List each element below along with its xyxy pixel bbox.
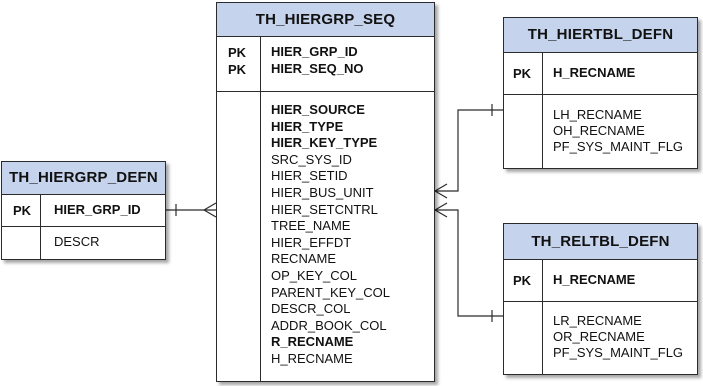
pk-field: HIER_GRP_ID xyxy=(54,202,141,217)
field-name: PF_SYS_MAINT_FLG xyxy=(553,345,684,360)
key-column xyxy=(504,95,543,168)
key-column xyxy=(504,53,543,94)
field-name: TREE_NAME xyxy=(271,218,351,234)
fields-section: DESCR xyxy=(2,227,165,259)
field-name: HIER_SETCNTRL xyxy=(271,201,378,217)
field-name: HIER_SOURCE xyxy=(271,102,365,117)
pk-label: PK xyxy=(228,45,247,60)
field-name: DESCR xyxy=(54,234,100,249)
entity-title: TH_HIERGRP_SEQ xyxy=(217,3,434,37)
pk-field: HIER_GRP_ID xyxy=(271,44,358,59)
field-name: HIER_KEY_TYPE xyxy=(271,135,378,151)
field-name: OH_RECNAME xyxy=(553,123,645,138)
field-name: DESCR_COL xyxy=(271,301,351,317)
field-name: OR_RECNAME xyxy=(553,329,645,344)
field-name: H_RECNAME xyxy=(271,351,353,366)
key-column xyxy=(504,302,543,374)
pk-field: HIER_SEQ_NO xyxy=(271,61,364,76)
entity-th-hiergrp-defn: TH_HIERGRP_DEFN PK HIER_GRP_ID DESCR xyxy=(1,161,166,260)
field-name: LR_RECNAME xyxy=(553,313,642,328)
entity-title: TH_RELTBL_DEFN xyxy=(504,224,697,260)
field-name: HIER_SETID xyxy=(271,168,348,184)
pk-label: PK xyxy=(513,273,532,288)
relationship-hiergrp-defn-to-seq xyxy=(166,202,217,218)
field-name: ADDR_BOOK_COL xyxy=(271,317,387,333)
field-name: PARENT_KEY_COL xyxy=(271,284,390,300)
pk-field: H_RECNAME xyxy=(553,272,636,287)
key-column xyxy=(504,260,543,301)
pk-field: H_RECNAME xyxy=(553,65,636,80)
field-name: HIER_EFFDT xyxy=(271,234,352,250)
field-name: HIER_BUS_UNIT xyxy=(271,185,374,200)
field-name: HIER_TYPE xyxy=(271,118,344,134)
entity-th-hiergrp-seq: TH_HIERGRP_SEQ PK PK HIER_GRP_ID HIER_SE… xyxy=(216,2,435,382)
entity-th-reltbl-defn: TH_RELTBL_DEFN PK H_RECNAME LR_RECNAME O… xyxy=(503,223,698,375)
field-name: SRC_SYS_ID xyxy=(271,151,352,167)
field-name: R_RECNAME xyxy=(271,334,354,350)
key-column xyxy=(2,227,41,259)
pk-section: PK HIER_GRP_ID xyxy=(2,195,165,227)
relationship-hiertbl-defn-to-seq xyxy=(434,104,503,199)
key-column xyxy=(217,37,261,91)
key-column xyxy=(217,92,261,381)
entity-th-hiertbl-defn: TH_HIERTBL_DEFN PK H_RECNAME LH_RECNAME … xyxy=(503,17,698,169)
fields-section: LH_RECNAME OH_RECNAME PF_SYS_MAINT_FLG xyxy=(504,95,697,168)
fields-section: LR_RECNAME OR_RECNAME PF_SYS_MAINT_FLG xyxy=(504,302,697,374)
pk-label: PK xyxy=(513,66,532,81)
entity-title: TH_HIERTBL_DEFN xyxy=(504,18,697,53)
field-name: LH_RECNAME xyxy=(553,107,642,122)
pk-section: PK PK HIER_GRP_ID HIER_SEQ_NO xyxy=(217,37,434,92)
field-name: RECNAME xyxy=(271,251,337,267)
relationship-reltbl-defn-to-seq xyxy=(434,202,503,322)
pk-label: PK xyxy=(228,62,247,77)
field-name: OP_KEY_COL xyxy=(271,268,357,283)
pk-label: PK xyxy=(13,203,32,218)
pk-section: PK H_RECNAME xyxy=(504,53,697,95)
key-column xyxy=(2,195,41,226)
field-name: PF_SYS_MAINT_FLG xyxy=(553,139,684,154)
pk-section: PK H_RECNAME xyxy=(504,260,697,302)
entity-title: TH_HIERGRP_DEFN xyxy=(2,162,165,195)
